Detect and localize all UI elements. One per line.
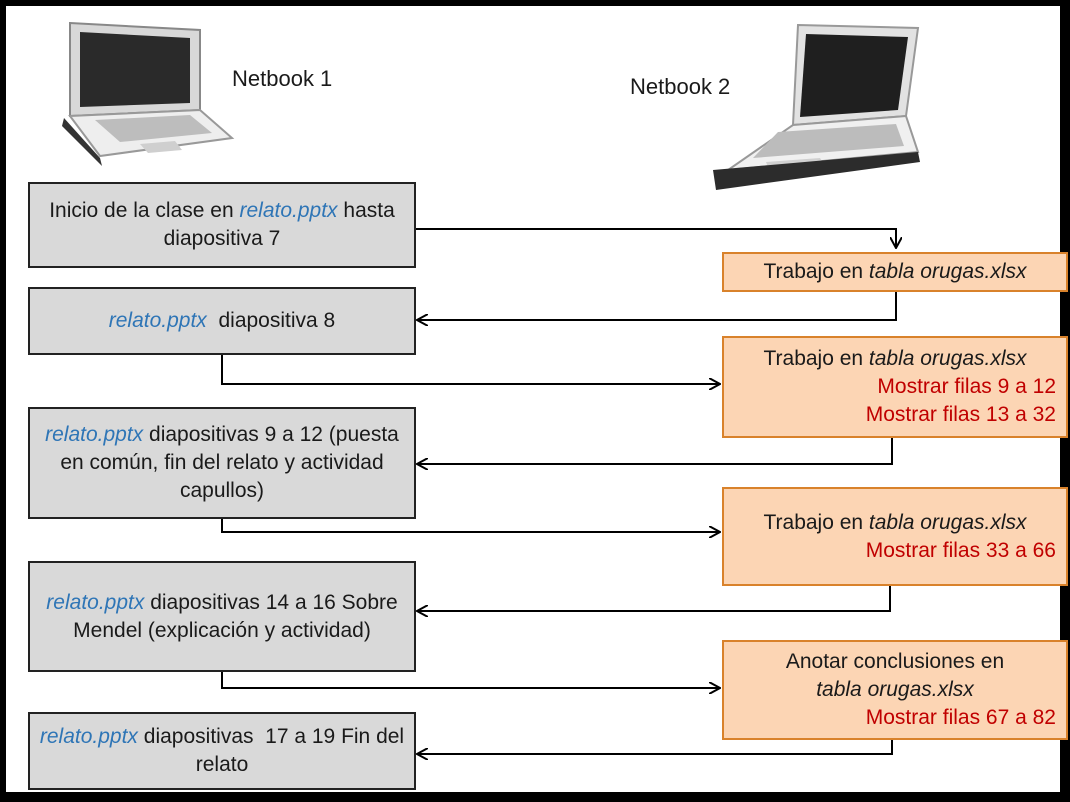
file-name: relato.pptx	[46, 590, 145, 614]
step-text: diapositiva 8	[206, 309, 336, 332]
netbook-1-image	[62, 21, 235, 166]
netbook1-step-1: Inicio de la clase en relato.pptx hasta …	[28, 182, 416, 268]
step-text: Inicio de la clase en	[49, 199, 240, 222]
netbook2-step-4: Anotar conclusiones en tabla orugas.xlsx…	[722, 640, 1068, 740]
arrow-right3-to-step4	[418, 586, 891, 611]
netbook-2-label: Netbook 2	[630, 74, 731, 99]
arrow-step1-to-right1	[416, 228, 896, 247]
arrow-right1-to-step2	[418, 292, 897, 320]
step-text: diapositivas 17 a 19 Fin del relato	[137, 725, 410, 776]
file-name: tabla orugas.xlsx	[868, 510, 1027, 534]
file-name: relato.pptx	[39, 725, 138, 748]
file-name: relato.pptx	[108, 309, 207, 332]
netbook-2-image	[713, 23, 920, 190]
netbook2-step-1: Trabajo en tabla orugas.xlsx	[722, 252, 1068, 292]
netbook-1-label: Netbook 1	[232, 66, 333, 91]
note-text: Mostrar filas 9 a 12	[877, 375, 1056, 398]
netbook1-step-4: relato.pptx diapositivas 14 a 16 Sobre M…	[28, 561, 416, 672]
note-text: Mostrar filas 13 a 32	[865, 403, 1056, 426]
arrow-step3-to-right3	[221, 519, 719, 532]
netbook2-step-2: Trabajo en tabla orugas.xlsx Mostrar fil…	[722, 336, 1068, 438]
file-name: tabla orugas.xlsx	[868, 347, 1027, 370]
netbook2-step-3: Trabajo en tabla orugas.xlsx Mostrar fil…	[722, 487, 1068, 586]
netbook1-step-3: relato.pptx diapositivas 9 a 12 (puesta …	[28, 407, 416, 519]
step-text: Trabajo en	[763, 510, 869, 534]
note-text: Mostrar filas 33 a 66	[865, 538, 1056, 562]
netbook1-step-5: relato.pptx diapositivas 17 a 19 Fin del…	[28, 712, 416, 790]
step-text: Trabajo en	[763, 347, 869, 370]
note-text: Mostrar filas 67 a 82	[865, 706, 1056, 729]
file-name: relato.pptx	[45, 423, 144, 446]
step-text: Trabajo en	[763, 260, 869, 283]
arrow-step4-to-right4	[221, 672, 719, 688]
netbook1-step-2: relato.pptx diapositiva 8	[28, 287, 416, 355]
arrow-step2-to-right2	[221, 355, 719, 384]
file-name: relato.pptx	[239, 199, 338, 222]
file-name: tabla orugas.xlsx	[868, 260, 1027, 283]
arrow-right2-to-step3	[418, 438, 893, 464]
step-text: Anotar conclusiones en	[785, 650, 1005, 673]
step-text: diapositivas 14 a 16 Sobre Mendel (expli…	[73, 590, 398, 642]
arrow-right4-to-step5	[418, 740, 893, 754]
file-name: tabla orugas.xlsx	[816, 678, 974, 701]
step-text: diapositivas 9 a 12 (puesta en común, fi…	[60, 423, 399, 502]
step-text: hasta diapositiva 7	[163, 199, 395, 250]
